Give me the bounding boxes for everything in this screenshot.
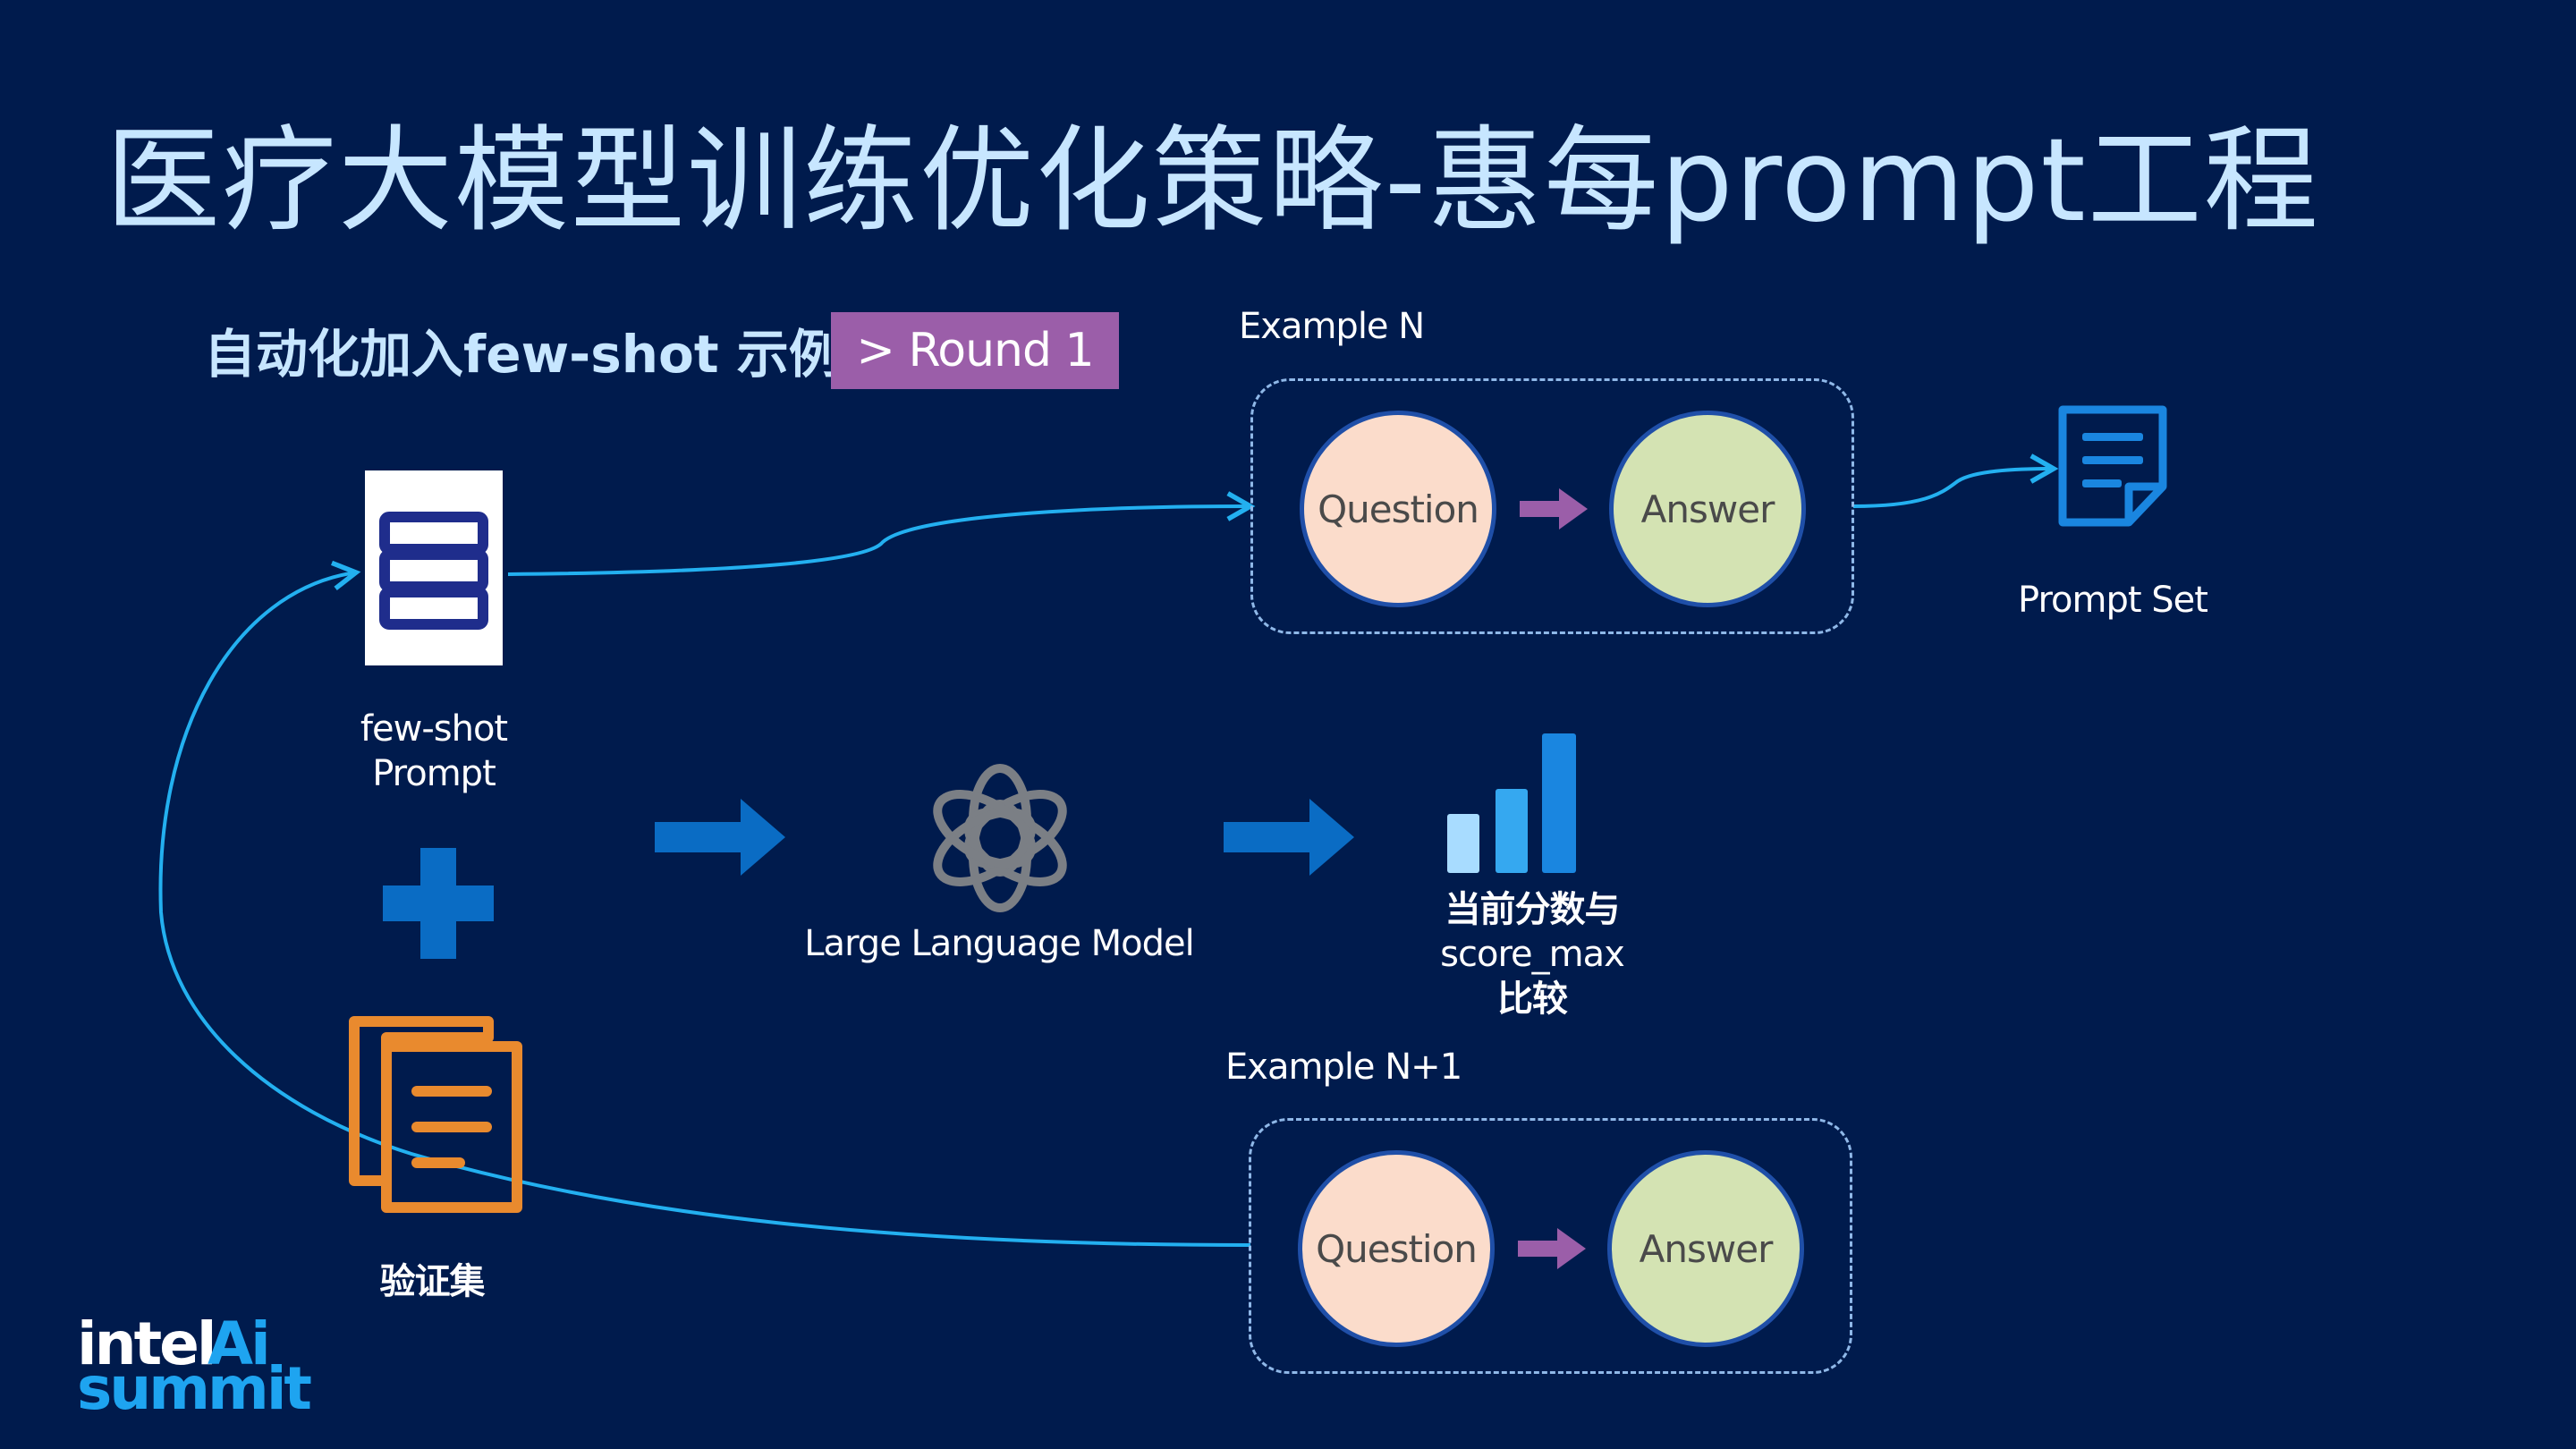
logo-intel: intel bbox=[77, 1309, 217, 1378]
connector-example-n-to-prompt-set bbox=[1852, 453, 2059, 508]
score-label-line3: 比较 bbox=[1497, 979, 1568, 1020]
example-n1-label: Example N+1 bbox=[1225, 1046, 1462, 1088]
few-shot-prompt-label: few-shot Prompt bbox=[347, 707, 521, 796]
bar-chart-icon bbox=[1447, 733, 1576, 873]
arrow-right-icon bbox=[1520, 488, 1588, 530]
example-n1-question: Question bbox=[1298, 1150, 1495, 1347]
score-label-line2: score_max bbox=[1440, 934, 1625, 975]
page-title: 医疗大模型训练优化策略-惠每prompt工程 bbox=[106, 114, 2320, 248]
prompt-set-label: Prompt Set bbox=[2018, 580, 2208, 621]
few-shot-prompt-card bbox=[365, 470, 503, 665]
example-n-box: Question Answer bbox=[1250, 378, 1854, 634]
example-n-question: Question bbox=[1300, 411, 1496, 607]
validation-set-label: 验证集 bbox=[379, 1261, 486, 1302]
documents-icon bbox=[349, 1016, 522, 1213]
example-n-answer: Answer bbox=[1609, 411, 1806, 607]
logo-summit: summit bbox=[77, 1354, 312, 1423]
score-label-line1: 当前分数与 bbox=[1445, 889, 1621, 930]
database-icon bbox=[379, 512, 488, 630]
example-n-label: Example N bbox=[1239, 306, 1425, 347]
arrow-right-icon bbox=[655, 799, 785, 876]
openai-logo-icon bbox=[933, 764, 1067, 912]
intel-ai-summit-logo: intel Ai summit bbox=[77, 1309, 312, 1423]
few-shot-label-line1: few-shot bbox=[360, 708, 508, 750]
llm-label: Large Language Model bbox=[804, 923, 1194, 964]
score-compare-label: 当前分数与 score_max 比较 bbox=[1398, 887, 1666, 1021]
example-n1-box: Question Answer bbox=[1249, 1118, 1852, 1374]
prompt-set-document-icon bbox=[2058, 405, 2167, 527]
plus-icon bbox=[383, 848, 494, 959]
round-badge: > Round 1 bbox=[831, 312, 1119, 389]
few-shot-label-line2: Prompt bbox=[372, 753, 496, 794]
arrow-right-icon bbox=[1224, 799, 1354, 876]
connector-prompt-to-example-n bbox=[507, 491, 1256, 576]
connector-example-n1-loop-to-prompt bbox=[158, 560, 1251, 1247]
logo-ai: Ai bbox=[208, 1309, 271, 1378]
arrow-right-icon bbox=[1518, 1228, 1586, 1269]
example-n1-answer: Answer bbox=[1607, 1150, 1804, 1347]
subtitle: 自动化加入few-shot 示例 bbox=[204, 324, 841, 385]
